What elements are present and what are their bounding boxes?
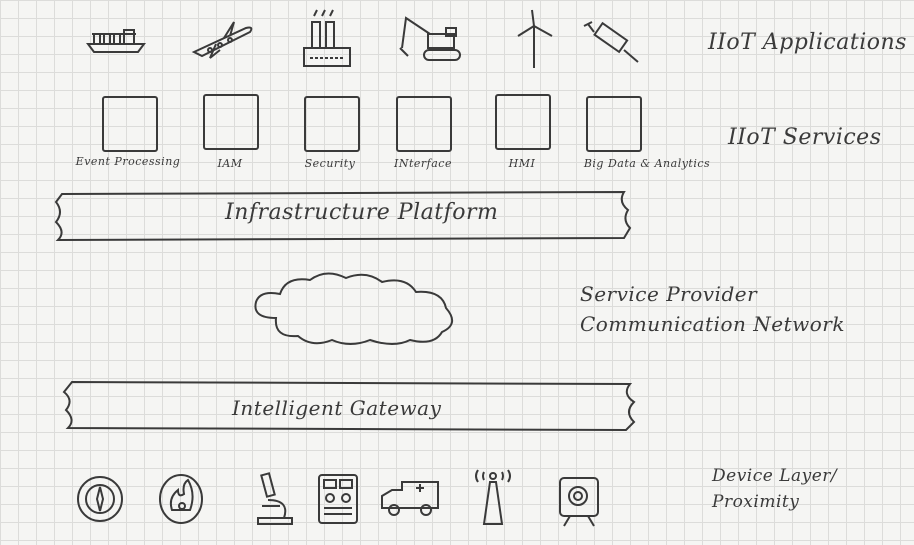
antenna-tower-icon	[472, 462, 514, 532]
airplane-icon	[190, 18, 256, 64]
platform-label: Infrastructure Platform	[225, 200, 499, 225]
device-layer-label-line1: Device Layer/	[712, 466, 838, 486]
camera-icon	[554, 474, 604, 532]
service-label: HMI	[508, 157, 536, 170]
service-box-hmi	[495, 94, 551, 150]
services-layer-label: IIoT Services	[728, 125, 882, 150]
excavator-icon	[396, 12, 464, 68]
gateway-label: Intelligent Gateway	[232, 396, 442, 420]
device-layer-label-line2: Proximity	[712, 492, 800, 512]
network-label-line2: Communication Network	[580, 312, 845, 336]
factory-icon	[300, 8, 354, 74]
service-label: Big Data & Analytics	[583, 157, 711, 170]
fire-alarm-icon	[156, 472, 206, 530]
service-box-security	[304, 96, 360, 152]
compass-icon	[74, 474, 126, 528]
service-box-iam	[203, 94, 259, 150]
service-box-interface	[396, 96, 452, 152]
gateway-band	[60, 378, 642, 434]
platform-band	[52, 190, 638, 242]
network-label-line1: Service Provider	[580, 282, 758, 306]
ambulance-icon	[380, 478, 442, 524]
cloud-icon	[246, 268, 464, 350]
wind-turbine-icon	[512, 6, 558, 76]
service-box-big-data	[586, 96, 642, 152]
service-label: Event Processing	[75, 155, 181, 168]
microscope-icon	[254, 470, 296, 532]
service-box-event-processing	[102, 96, 158, 152]
syringe-icon	[580, 18, 642, 70]
service-label: Security	[304, 157, 356, 170]
service-label: IAM	[217, 157, 243, 170]
control-panel-icon	[316, 472, 360, 530]
applications-layer-label: IIoT Applications	[708, 30, 907, 55]
service-label: INterface	[394, 157, 452, 170]
ship-icon	[86, 22, 150, 60]
